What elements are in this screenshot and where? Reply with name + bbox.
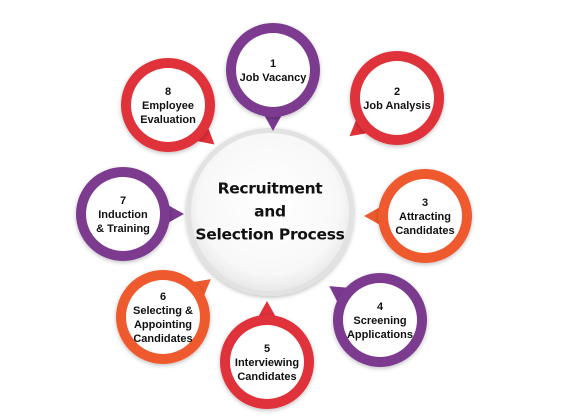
step-pointer [263, 113, 283, 131]
step-pointer [257, 301, 277, 319]
step-number: 2 [393, 86, 401, 98]
step-text-line-3: Candidates [133, 333, 193, 345]
step-number: 5 [263, 343, 271, 355]
step-text-line-2: Applications [346, 329, 413, 341]
step-disc [360, 61, 434, 135]
step-8-node [121, 58, 215, 152]
center-title-line-2: and [254, 202, 286, 221]
step-disc [388, 179, 462, 253]
step-8-label: 8 Employee Evaluation [108, 85, 228, 127]
step-disc [236, 33, 310, 107]
center-title-line-3: Selection Process [195, 225, 345, 244]
step-text-line-2: Evaluation [140, 114, 196, 126]
step-disc [230, 325, 304, 399]
step-disc [343, 283, 417, 357]
step-text-line-1: Employee [142, 100, 194, 112]
step-7-node [76, 167, 184, 261]
step-1-label: 1 Job Vacancy [213, 57, 333, 85]
step-text-line-1: Interviewing [234, 357, 300, 369]
step-4-node [329, 273, 427, 367]
center-title-line-1: Recruitment [217, 179, 323, 198]
step-text-line-1: Attracting [399, 211, 451, 223]
step-text-line-1: Screening [353, 315, 407, 327]
step-1-node [226, 23, 320, 131]
step-pointer [364, 206, 382, 226]
step-text-line-2: Appointing [133, 319, 193, 331]
step-2-node [349, 51, 444, 145]
step-number: 1 [269, 58, 277, 70]
step-pointer [166, 204, 184, 224]
step-number: 3 [421, 197, 429, 209]
center-circle [186, 128, 354, 296]
step-disc [126, 280, 200, 354]
step-3-label: 3 Attracting Candidates [365, 196, 485, 238]
step-2-label: 2 Job Analysis [337, 85, 457, 113]
step-6-label: 6 Selecting & Appointing Candidates [103, 290, 223, 346]
step-5-node [220, 301, 314, 409]
step-4-label: 4 Screening Applications [320, 300, 440, 342]
step-5-label: 5 Interviewing Candidates [207, 342, 327, 384]
step-number: 6 [159, 291, 167, 303]
step-disc [131, 68, 205, 142]
step-text-line-1: Job Vacancy [239, 72, 307, 84]
step-text-line-1: Selecting & [133, 305, 193, 317]
step-number: 4 [376, 301, 384, 313]
step-text-line-1: Induction [98, 209, 148, 221]
center-title: Recruitment and Selection Process [185, 178, 355, 247]
step-number: 7 [119, 195, 127, 207]
step-disc [86, 177, 160, 251]
step-text-line-1: Job Analysis [363, 100, 431, 112]
step-text-line-2: & Training [96, 223, 150, 235]
step-3-node [364, 169, 472, 263]
step-7-label: 7 Induction & Training [63, 194, 183, 236]
step-text-line-2: Candidates [395, 225, 455, 237]
step-6-node [116, 270, 211, 364]
step-text-line-2: Candidates [237, 371, 297, 383]
step-number: 8 [164, 86, 172, 98]
